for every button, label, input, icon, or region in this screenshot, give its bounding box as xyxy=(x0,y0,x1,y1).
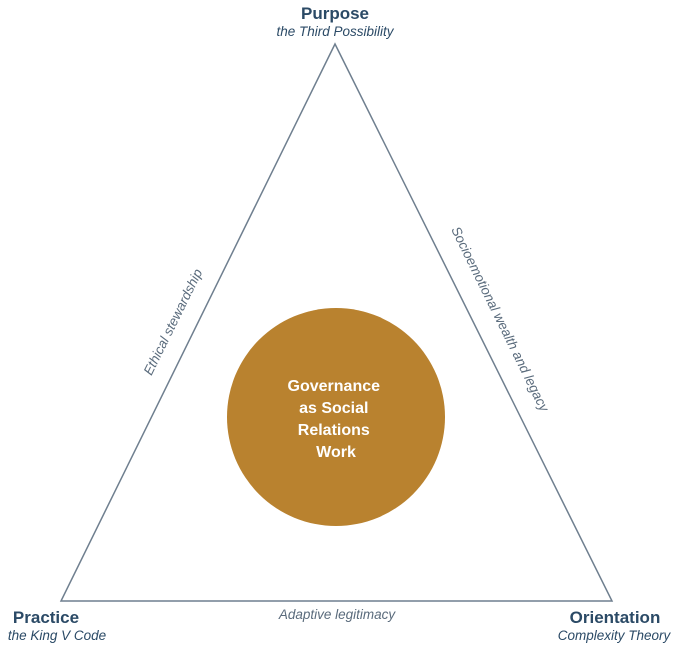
center-line-4: Work xyxy=(316,444,356,461)
bottom-edge-label: Adaptive legitimacy xyxy=(278,607,397,622)
center-line-2: as Social xyxy=(299,400,368,417)
framework-triangle xyxy=(59,42,614,602)
left-edge-label: Ethical stewardship xyxy=(141,266,206,377)
purpose-subtitle: the Third Possibility xyxy=(276,24,394,39)
orientation-title: Orientation xyxy=(570,608,661,627)
right-edge-label: Socioemotional wealth and legacy xyxy=(448,224,552,415)
center-label: Governance as Social Relations Work xyxy=(288,378,385,461)
orientation-subtitle: Complexity Theory xyxy=(558,628,672,643)
center-circle xyxy=(227,308,445,526)
center-line-1: Governance xyxy=(288,378,381,395)
purpose-title: Purpose xyxy=(301,4,369,23)
center-line-3: Relations xyxy=(298,422,370,439)
practice-title: Practice xyxy=(13,608,79,627)
practice-subtitle: the King V Code xyxy=(8,628,106,643)
